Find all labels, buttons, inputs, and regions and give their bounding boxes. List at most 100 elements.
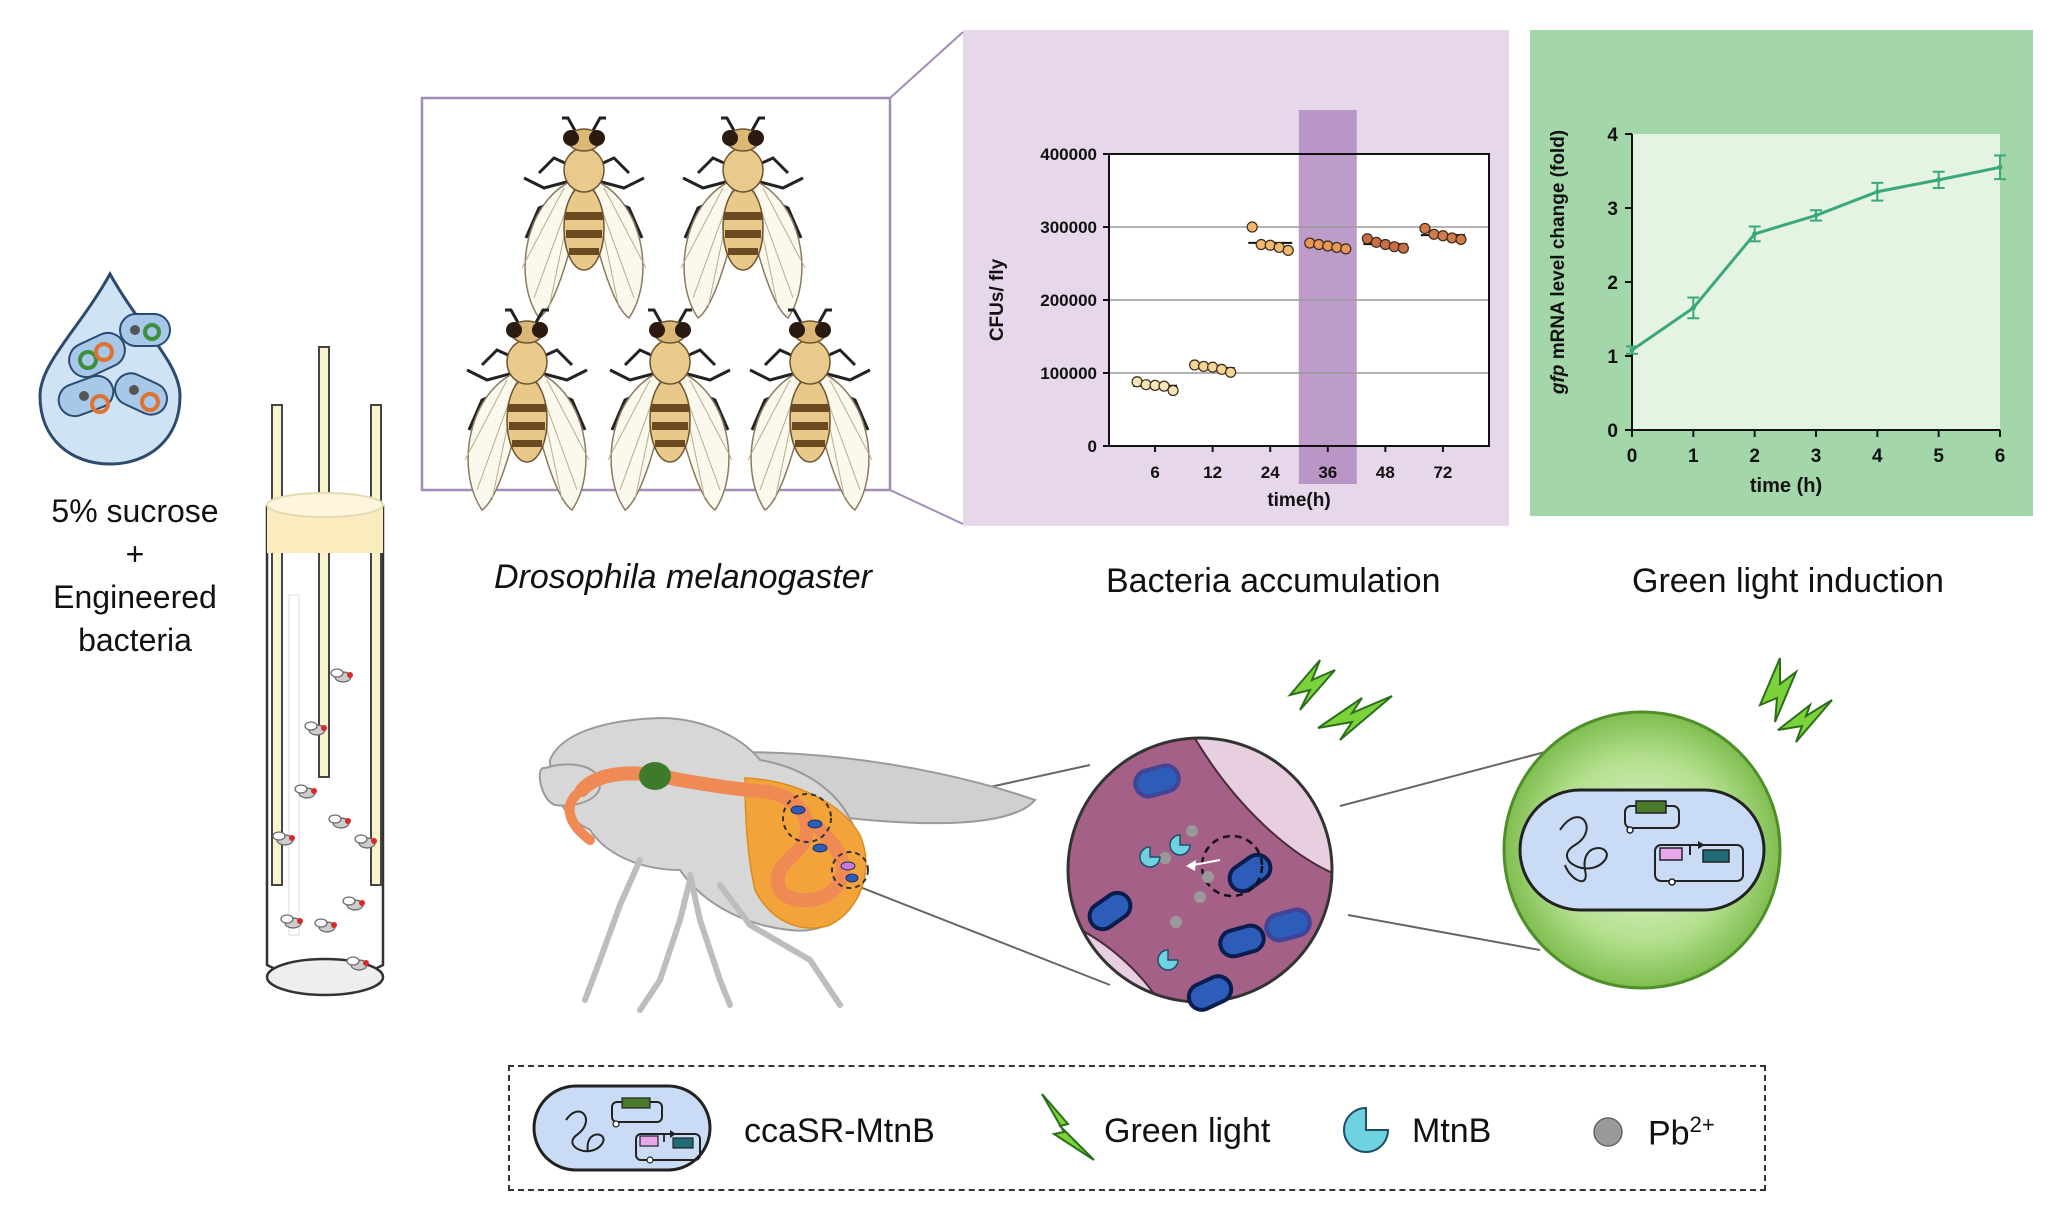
lead-ion-icon xyxy=(1593,1117,1623,1147)
mtnb-icon xyxy=(1157,949,1179,971)
x-tick-label: 48 xyxy=(1376,463,1395,482)
mtnb-icon xyxy=(1139,846,1161,868)
fly-vial xyxy=(265,346,385,997)
x-tick-label: 6 xyxy=(1150,463,1159,482)
fly-icon xyxy=(272,831,295,846)
data-point xyxy=(1370,236,1382,248)
data-point xyxy=(1282,244,1294,256)
data-point xyxy=(1752,231,1758,237)
data-point xyxy=(1304,237,1316,249)
plot-frame xyxy=(1108,153,1490,447)
bacterium-icon xyxy=(1218,923,1266,959)
fly-icon xyxy=(280,914,303,929)
data-point xyxy=(1388,241,1400,253)
fly-icon xyxy=(354,834,377,849)
x-axis-label: time(h) xyxy=(1267,490,1330,511)
mtnb-icon xyxy=(1343,1106,1390,1153)
drosophila-label: Drosophila melanogaster xyxy=(494,558,872,596)
data-point xyxy=(1331,241,1343,254)
y-tick-label: 3 xyxy=(1607,199,1618,220)
accumulation-label: Bacteria accumulation xyxy=(1106,562,1441,600)
data-point xyxy=(1813,212,1819,218)
engineered-bacteria-droplet xyxy=(38,270,182,466)
side-view-fly xyxy=(538,716,1037,1013)
y-tick-label: 4 xyxy=(1607,125,1618,146)
fly-icon xyxy=(328,814,351,829)
fly-icon xyxy=(330,668,353,683)
gut-magnifier xyxy=(1066,736,1334,1012)
data-point xyxy=(1874,189,1880,195)
induction-label: Green light induction xyxy=(1632,562,1944,600)
data-point xyxy=(1189,359,1201,371)
data-point xyxy=(1437,230,1449,242)
data-point xyxy=(1379,238,1391,251)
y-tick-label: 400000 xyxy=(1040,145,1097,164)
highlight-band xyxy=(1298,110,1357,484)
fly-icon xyxy=(304,721,327,736)
x-tick-label: 3 xyxy=(1811,446,1822,467)
x-tick-label: 1 xyxy=(1688,446,1699,467)
fly-icon xyxy=(346,956,369,971)
data-point xyxy=(1936,177,1942,183)
y-axis-label: gfp mRNA level change (fold) xyxy=(1548,130,1569,395)
left-label-line1: 5% sucrose xyxy=(51,493,219,529)
legend-strain-label: ccaSR-MtnB xyxy=(744,1112,935,1150)
data-point xyxy=(1167,384,1179,397)
mtnb-icon xyxy=(1169,834,1191,856)
fly-icon xyxy=(294,784,317,799)
x-tick-label: 36 xyxy=(1318,463,1337,482)
data-point xyxy=(1397,242,1409,254)
bacterium-icon xyxy=(1186,974,1234,1012)
data-point xyxy=(1246,221,1258,233)
y-axis-label: CFUs/ fly xyxy=(987,258,1008,341)
data-point xyxy=(1322,240,1334,252)
x-tick-label: 2 xyxy=(1749,446,1760,467)
data-point xyxy=(1428,228,1440,240)
x-tick-label: 72 xyxy=(1433,463,1452,482)
data-point xyxy=(1225,366,1237,378)
y-tick-label: 2 xyxy=(1607,273,1618,294)
induced-cell-circle xyxy=(1502,710,1782,990)
legend-box xyxy=(508,1065,1766,1191)
left-label: 5% sucrose + Engineered bacteria xyxy=(20,490,250,662)
legend-lead-label: Pb2+ xyxy=(1648,1112,1715,1153)
data-point xyxy=(1629,347,1635,353)
y-tick-label: 1 xyxy=(1607,347,1618,368)
y-tick-label: 300000 xyxy=(1040,218,1097,237)
data-point xyxy=(1340,243,1352,255)
bacterium-icon xyxy=(114,372,168,416)
green-light-icon xyxy=(1287,659,1393,741)
legend-mtnb-label: MtnB xyxy=(1412,1112,1492,1150)
y-tick-label: 0 xyxy=(1088,437,1097,456)
data-point xyxy=(1419,222,1431,235)
fly-icon xyxy=(342,896,365,911)
bacterium-icon xyxy=(1087,890,1133,932)
data-point xyxy=(1264,239,1276,251)
y-axis-label-italic: gfp xyxy=(1548,365,1569,396)
data-point xyxy=(1313,238,1325,251)
data-point xyxy=(1455,233,1467,246)
x-tick-label: 6 xyxy=(1995,446,2006,467)
fly-gut-illustration xyxy=(538,657,1833,1013)
x-tick-label: 24 xyxy=(1261,463,1280,482)
data-point xyxy=(1446,232,1458,244)
left-label-line2: + xyxy=(125,536,145,572)
data-point xyxy=(1690,305,1696,311)
y-tick-label: 100000 xyxy=(1040,364,1097,383)
legend-lead-base: Pb xyxy=(1648,1114,1690,1153)
left-label-line3: Engineered xyxy=(53,579,217,615)
fly-icon xyxy=(314,918,337,933)
legend-strain-icon xyxy=(532,1084,712,1172)
left-label-line4: bacteria xyxy=(78,622,192,658)
bacterium-icon xyxy=(119,313,171,347)
data-point xyxy=(1207,361,1219,373)
bacterium-icon xyxy=(68,331,126,379)
bacterium-icon xyxy=(57,374,115,418)
green-light-icon xyxy=(1041,1093,1095,1161)
green-light-icon xyxy=(1758,657,1833,743)
legend-lead-charge: 2+ xyxy=(1689,1112,1715,1137)
y-tick-label: 0 xyxy=(1607,421,1618,442)
lead-ion-icon xyxy=(1159,825,1214,928)
y-tick-label: 200000 xyxy=(1040,291,1097,310)
